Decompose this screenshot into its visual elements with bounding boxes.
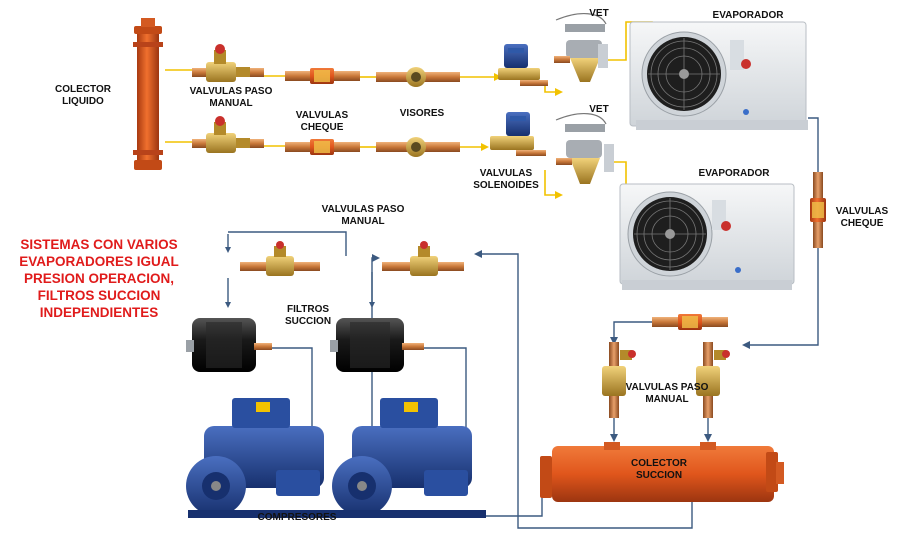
liquid-receiver [133, 18, 163, 170]
expansion-valve-2 [555, 113, 614, 184]
label-valvulas-cheque-top: VALVULAS CHEQUE [295, 110, 349, 133]
check-valve-right [810, 172, 826, 248]
check-valve-1 [285, 68, 360, 84]
label-valvulas-solenoides: VALVULAS SOLENOIDES [473, 168, 539, 191]
label-compresores: COMPRESORES [257, 512, 337, 523]
sight-glass-2 [376, 137, 460, 157]
evaporator-1 [629, 21, 808, 130]
suction-manual-valve-1 [240, 241, 320, 276]
solenoid-valve-2 [490, 112, 546, 156]
check-valve-bottom [652, 314, 728, 330]
manual-valve-vertical-1 [602, 342, 636, 418]
label-colector-succion: COLECTOR SUCCION [631, 458, 687, 481]
label-colector-liquido: COLECTOR LIQUIDO [55, 84, 111, 107]
compressor-2 [332, 398, 486, 518]
solenoid-valve-1 [498, 44, 548, 86]
compressor-1 [186, 398, 338, 518]
label-valvulas-cheque-right: VALVULAS CHEQUE [835, 206, 889, 229]
manual-valve-2 [192, 116, 264, 153]
label-vet-1: VET [589, 8, 609, 19]
system-note: SISTEMAS CON VARIOS EVAPORADORES IGUAL P… [19, 237, 179, 320]
evaporator-2 [619, 183, 795, 290]
label-visores: VISORES [399, 108, 445, 119]
suction-filter-2 [330, 318, 424, 372]
sight-glass-1 [376, 67, 460, 87]
label-filtros-succion: FILTROS SUCCION [284, 304, 332, 327]
suction-filter-1 [186, 318, 272, 372]
manual-valve-1 [192, 44, 264, 82]
check-valve-2 [285, 139, 360, 155]
label-valvulas-paso-manual-bottom: VALVULAS PASO MANUAL [625, 382, 709, 405]
label-evaporador-1: EVAPORADOR [712, 10, 784, 21]
label-valvulas-paso-manual-top: VALVULAS PASO MANUAL [189, 86, 273, 109]
suction-manual-valve-2 [382, 241, 464, 276]
label-evaporador-2: EVAPORADOR [698, 168, 770, 179]
suction-header [540, 442, 784, 502]
label-vet-2: VET [589, 104, 609, 115]
label-valvulas-paso-manual-suction: VALVULAS PASO MANUAL [321, 204, 405, 227]
manual-valve-vertical-2 [696, 342, 730, 418]
expansion-valve-1 [554, 13, 608, 82]
